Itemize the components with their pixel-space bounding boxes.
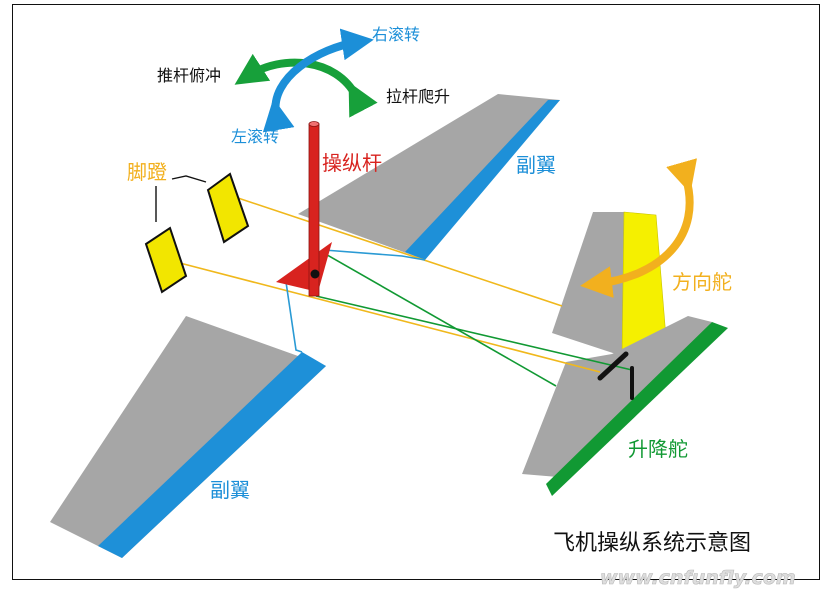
tail-control-horns [597,351,634,400]
label-stick: 操纵杆 [322,151,382,175]
aileron-cable-right [323,249,426,261]
elevator-cable-lower [315,295,633,371]
right-wing-surface [298,94,560,258]
elevator-surface [546,322,728,496]
left-aileron [98,352,326,558]
rudder-arrow [580,158,698,299]
stick-pivot [310,269,320,279]
horizontal-tail [522,316,728,496]
roll-arrow [262,28,374,133]
stick-top [308,121,320,127]
right-wing [298,94,560,260]
pedal-leader-right [171,175,207,183]
control-cables [175,195,633,387]
rudder-horn [597,351,629,381]
stick-pivot-plate [276,242,332,292]
label-roll-right: 右滚转 [372,25,420,44]
diagram-frame [12,4,820,580]
rudder-cable-lower [175,261,601,373]
horizontal-stabilizer [522,316,712,478]
left-wing-surface [50,316,326,558]
label-roll-left: 左滚转 [231,127,279,146]
pedal-right [206,172,250,244]
label-aileron-left: 副翼 [210,478,250,502]
left-wing [50,316,326,558]
pedal-left [144,226,188,294]
label-aileron-right: 副翼 [516,153,556,177]
label-pull-climb: 拉杆爬升 [386,87,450,106]
aileron-cable-left [285,281,303,353]
rudder-pedals [144,172,250,294]
label-rudder: 方向舵 [672,270,732,294]
label-pedals: 脚蹬 [127,160,167,184]
elevator-cable-upper [321,251,557,387]
label-push-dive: 推杆俯冲 [157,66,221,85]
motion-arrows [234,28,698,299]
rudder-cable-upper [231,195,563,307]
labels: 右滚转 推杆俯冲 拉杆爬升 左滚转 操纵杆 脚蹬 副翼 方向舵 升降舵 副翼 飞… [127,25,796,589]
label-elevator: 升降舵 [628,437,688,461]
watermark: www.cnfunfly.com [600,567,796,589]
diagram-title: 飞机操纵系统示意图 [553,531,751,556]
right-aileron [405,100,560,260]
